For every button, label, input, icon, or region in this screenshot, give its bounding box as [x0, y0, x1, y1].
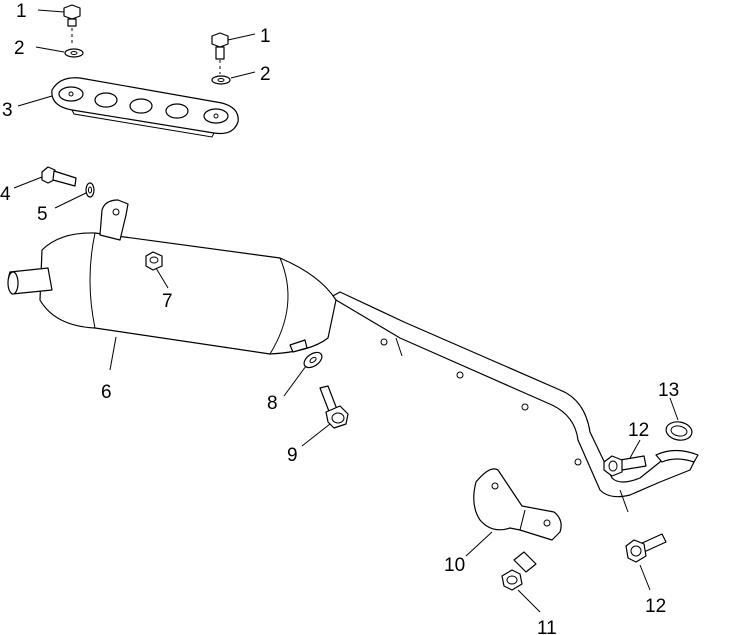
callout-9: 9 [287, 445, 298, 466]
callout-1-right: 1 [260, 26, 271, 47]
callout-13: 13 [658, 380, 679, 401]
washer-5 [85, 182, 95, 198]
gasket-13 [665, 421, 693, 441]
bolt-4 [41, 166, 77, 187]
bolt-12-lower [625, 533, 667, 563]
bolt-1-left [63, 4, 81, 46]
mount-strap-3 [51, 77, 239, 138]
callout-3: 3 [2, 100, 13, 121]
callout-labels: 1 2 3 1 2 4 5 7 6 8 9 13 12 10 12 11 [0, 1, 679, 635]
heat-shield-10 [473, 468, 562, 541]
callout-12-lower: 12 [645, 596, 666, 617]
callout-12-upper: 12 [628, 420, 649, 441]
bolt-1-right [211, 32, 229, 74]
washer-2-left [64, 48, 84, 58]
muffler [7, 199, 337, 355]
bolt-12-upper [603, 455, 647, 477]
callout-11: 11 [537, 618, 557, 635]
callout-4: 4 [0, 184, 11, 205]
leader-lines [13, 9, 679, 613]
bolt-9 [319, 385, 349, 429]
callout-8: 8 [267, 393, 278, 414]
washer-8 [303, 351, 323, 369]
washer-2-right [211, 75, 231, 85]
callout-2-left: 2 [14, 38, 25, 59]
callout-7: 7 [162, 291, 173, 312]
bolt-11 [501, 551, 537, 591]
callout-6: 6 [101, 382, 112, 403]
callout-1-left: 1 [16, 1, 27, 22]
callout-5: 5 [37, 204, 48, 225]
exhaust-pipe [321, 291, 699, 513]
nut-7 [145, 251, 163, 271]
callout-10: 10 [444, 555, 465, 576]
callout-2-right: 2 [260, 64, 271, 85]
